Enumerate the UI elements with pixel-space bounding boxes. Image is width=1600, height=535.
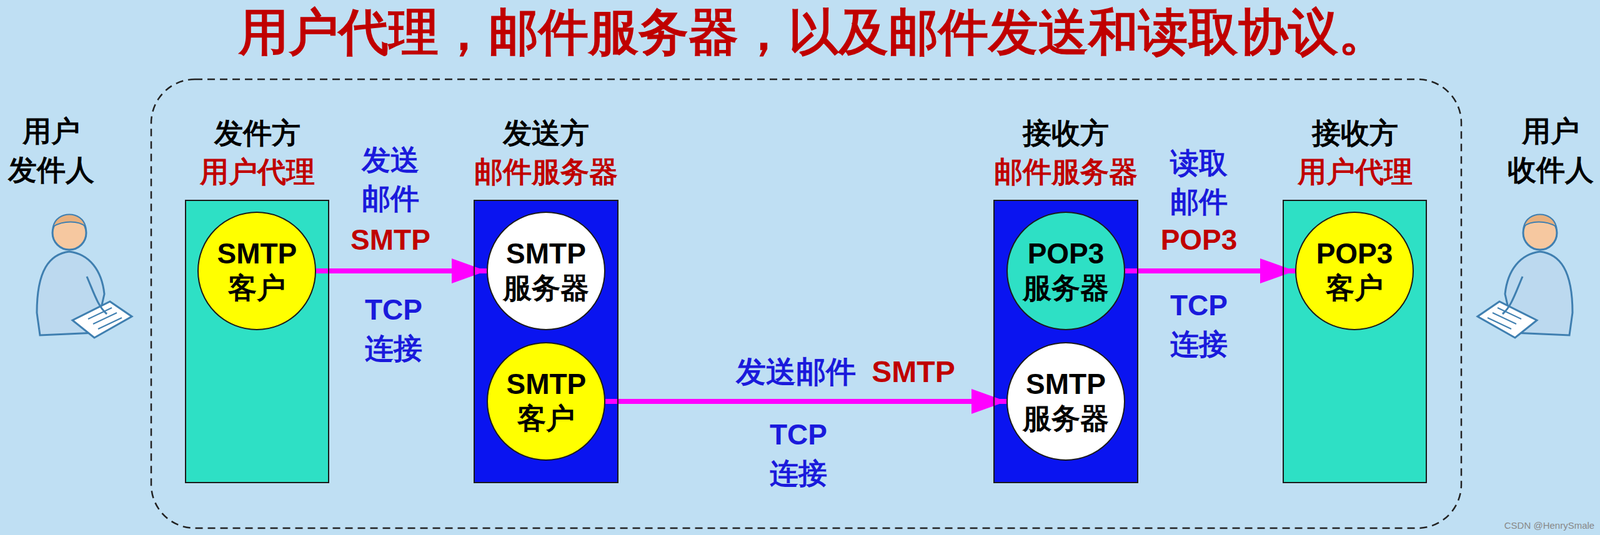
circle-text: POP3 客户 <box>1316 236 1394 306</box>
person-paper <box>72 301 132 338</box>
box-heading: 发件方 <box>214 114 301 153</box>
connector-arrow <box>316 268 487 274</box>
person-icon <box>1477 214 1573 339</box>
box-fill <box>473 199 619 484</box>
box-heading: 用户代理 <box>199 153 315 192</box>
person-hair <box>53 214 86 228</box>
annotation-label: TCP 连接 <box>1170 286 1228 364</box>
circle-text: SMTP 客户 <box>506 367 587 437</box>
circle-text: SMTP 服务器 <box>1022 367 1109 437</box>
circle-text: POP3 服务器 <box>1022 236 1109 306</box>
box-heading: 接收方 <box>1311 114 1399 153</box>
annotation-label: 发送邮件 <box>735 352 856 393</box>
annotation-label: 读取 邮件 <box>1170 143 1228 222</box>
protocol-circle: SMTP 客户 <box>486 342 606 462</box>
annotation-label: TCP 连接 <box>364 290 423 368</box>
annotation-label: SMTP <box>350 220 431 260</box>
person-icon <box>36 214 132 339</box>
circle-text: SMTP 服务器 <box>502 236 590 306</box>
circle-text: SMTP 客户 <box>217 236 297 306</box>
agent-box: 接收方用户代理POP3 客户 <box>1282 199 1427 484</box>
annotation-label: SMTP <box>871 352 955 393</box>
box-heading: 邮件服务器 <box>474 153 618 192</box>
agent-box: 接收方邮件服务器POP3 服务器SMTP 服务器 <box>993 199 1139 484</box>
box-fill <box>1282 199 1427 484</box>
person-paper <box>1477 301 1537 338</box>
annotation-label: POP3 <box>1160 220 1238 260</box>
agent-box: 发件方用户代理SMTP 客户 <box>184 199 330 484</box>
annotation-label: 用户 发件人 <box>8 111 95 190</box>
box-heading: 发送方 <box>502 114 590 153</box>
annotation-label: 发送 邮件 <box>361 140 420 219</box>
title: 用户代理，邮件服务器，以及邮件发送和读取协议。 <box>238 0 1389 67</box>
annotation-label: TCP 连接 <box>769 415 828 493</box>
watermark: CSDN @HenrySmale <box>1504 519 1595 533</box>
protocol-circle: POP3 服务器 <box>1006 211 1126 331</box>
protocol-circle: SMTP 服务器 <box>1006 342 1126 462</box>
system-boundary <box>151 79 1462 529</box>
box-fill <box>993 199 1139 484</box>
person-arm <box>86 276 107 315</box>
agent-box: 发送方邮件服务器SMTP 服务器SMTP 客户 <box>473 199 619 484</box>
box-heading: 用户代理 <box>1297 153 1413 192</box>
annotation-label: 用户 收件人 <box>1507 111 1594 190</box>
connector-arrow <box>1125 268 1296 274</box>
box-fill <box>184 199 330 484</box>
person-hair <box>1523 214 1557 228</box>
box-heading: 接收方 <box>1022 114 1109 153</box>
protocol-circle: POP3 客户 <box>1295 211 1414 331</box>
person-arm <box>1502 276 1523 315</box>
connector-arrow <box>605 399 1007 405</box>
box-heading: 邮件服务器 <box>993 153 1138 192</box>
protocol-circle: SMTP 客户 <box>197 211 317 331</box>
protocol-circle: SMTP 服务器 <box>486 211 606 331</box>
